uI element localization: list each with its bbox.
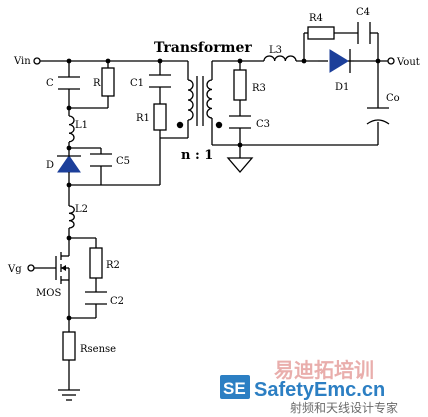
resistor-rsense [62, 331, 76, 361]
r2-label: R2 [106, 260, 120, 271]
c5-label: C5 [116, 156, 130, 167]
inductor-l2 [68, 205, 75, 229]
capacitor-c1 [149, 74, 171, 88]
vout-terminal [387, 57, 395, 65]
resistor-r3 [233, 69, 247, 101]
d1-label: D1 [335, 82, 349, 93]
r3-label: R3 [252, 83, 266, 94]
watermark-brand-cn: 易迪拓培训 [274, 358, 374, 382]
ground-primary [58, 389, 80, 401]
r-label: R [93, 78, 101, 89]
capacitor-co [366, 107, 390, 125]
resistor-r [101, 67, 115, 97]
rsense-label: Rsense [80, 344, 116, 355]
resistor-r4 [307, 26, 335, 40]
vg-label: Vg [7, 264, 22, 275]
inductor-l3 [263, 55, 297, 62]
vg-terminal [27, 264, 35, 272]
vin-label: Vin [13, 56, 31, 67]
watermark-badge-text: SE [223, 379, 246, 398]
mosfet [55, 252, 70, 284]
c4-label: C4 [356, 7, 370, 18]
capacitor-c4 [357, 22, 371, 44]
c-label: C [46, 78, 54, 89]
watermark-subtitle: 射频和天线设计专家 [290, 400, 398, 415]
c2-label: C2 [110, 296, 124, 307]
co-label: Co [386, 93, 400, 104]
diode-d1 [329, 49, 354, 73]
capacitor-c3 [229, 115, 251, 129]
transformer [176, 76, 223, 129]
capacitor-c5 [90, 153, 112, 167]
c3-label: C3 [256, 119, 270, 130]
diode-d [57, 151, 81, 177]
capacitor-c2 [85, 291, 107, 305]
watermark-badge [220, 375, 250, 399]
r1-label: R1 [136, 113, 150, 124]
l1-label: L1 [75, 120, 88, 131]
watermark: 易迪拓培训 SE SafetyEmc.cn 射频和天线设计专家 [220, 358, 398, 415]
vin-terminal [33, 57, 41, 65]
inductor-l1 [68, 115, 75, 143]
r4-label: R4 [309, 13, 323, 24]
watermark-brand: SafetyEmc.cn [254, 379, 385, 401]
primary-wires [34, 60, 189, 390]
c1-label: C1 [130, 78, 144, 89]
resistor-r2 [89, 247, 103, 279]
l3-label: L3 [269, 45, 282, 56]
d-label: D [46, 160, 54, 171]
capacitor-c [58, 76, 80, 90]
secondary-dot [215, 121, 223, 129]
l2-label: L2 [75, 204, 88, 215]
mos-label: MOS [36, 288, 61, 299]
ground-secondary [226, 157, 254, 173]
primary-dot [176, 121, 184, 129]
resistor-r1 [153, 103, 167, 131]
transformer-label: Transformer [154, 40, 252, 56]
vout-label: Vout [396, 57, 420, 68]
turns-ratio-label: n : 1 [181, 148, 213, 163]
junction-dots [66, 58, 381, 321]
